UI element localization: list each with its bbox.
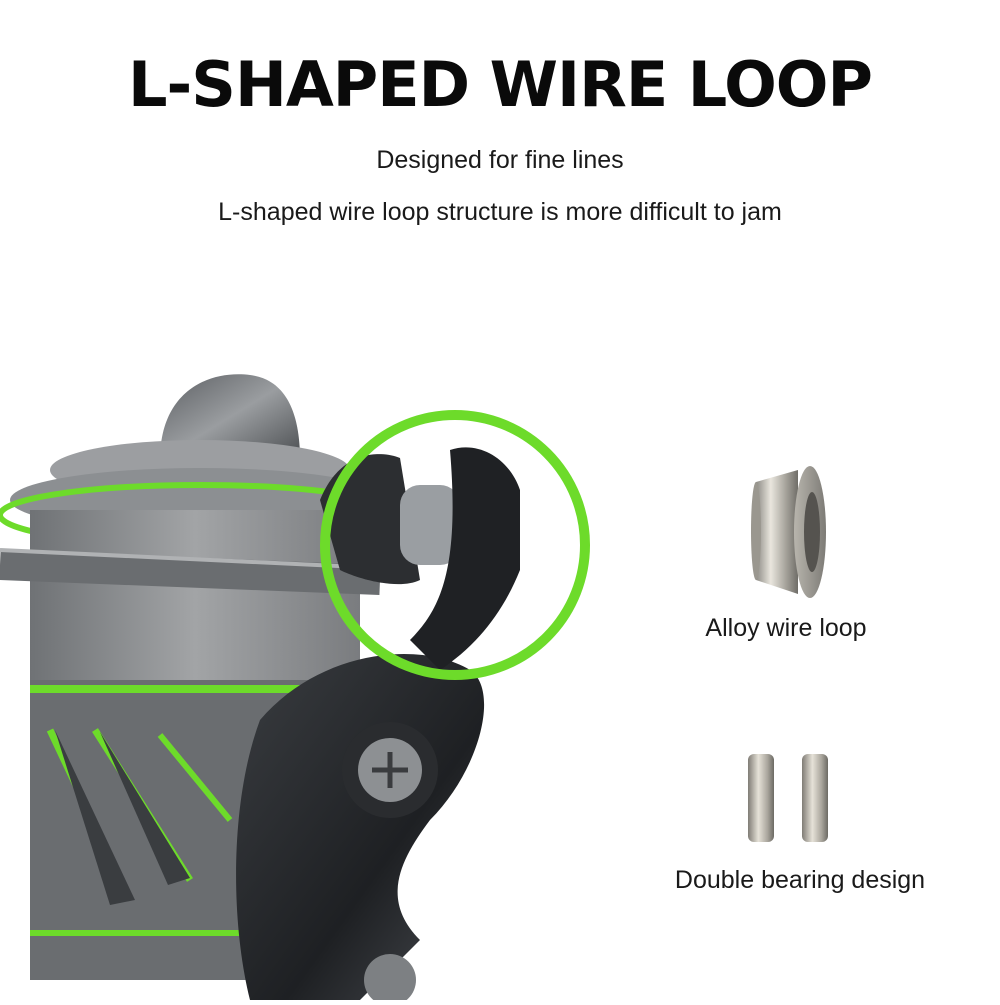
reel-image (0, 374, 590, 1005)
subtitle-line-1: Designed for fine lines (376, 146, 624, 174)
reel-illustration (0, 340, 640, 1005)
double-bearing-label: Double bearing design (674, 866, 926, 894)
subtitle-line-2: L-shaped wire loop structure is more dif… (218, 198, 782, 226)
alloy-wire-loop-label: Alloy wire loop (705, 614, 867, 642)
page-title: L-SHAPED WIRE LOOP (128, 48, 873, 121)
alloy-wire-loop-icon (748, 462, 828, 602)
bearing-pair-icon (744, 752, 834, 844)
